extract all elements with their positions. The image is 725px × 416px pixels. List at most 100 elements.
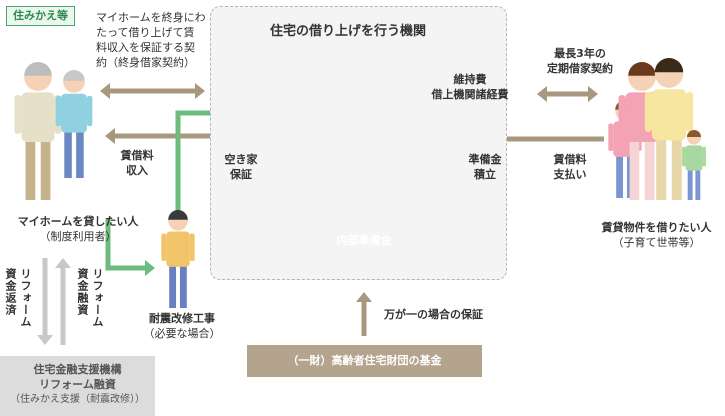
reform-repayment-arrow [37, 258, 53, 345]
lifetime-contract-arrow [100, 83, 205, 99]
reform-financing-label: リフォーム 資金融資 [76, 268, 104, 348]
reform-repayment-line: リフォーム [19, 268, 32, 328]
elderly-woman-leg-right [76, 129, 84, 178]
fixed-term-lease-label: 最長3年の 定期借家契約 [532, 46, 628, 76]
rent-income-arrow-head [105, 128, 115, 144]
tenant-father [644, 57, 694, 200]
lifetime-contract-arrow-head [195, 83, 205, 99]
fixed-term-line: 最長3年の [554, 47, 606, 60]
construction-worker-leg-left [169, 263, 177, 308]
tenant-father-hair [654, 57, 684, 73]
reserve-accumulation-label: 準備金 積立 [463, 152, 507, 182]
tenant-child-boy-arm-left [682, 146, 686, 167]
retrofit-label: 耐震改修工事 [149, 312, 215, 325]
tenant-caption: 賃貸物件を借りたい人 （子育て世帯等） [588, 220, 725, 250]
retrofit-caption: 耐震改修工事 （必要な場合） [136, 311, 228, 341]
rent-income-line: 収入 [126, 164, 148, 177]
maintenance-line: 維持費 [453, 73, 487, 86]
tenant-father-torso [651, 89, 687, 141]
elderly-man-leg-left [25, 137, 36, 200]
lifetime-contract-arrow-tail-head [100, 83, 110, 99]
construction-worker-leg-right [179, 263, 187, 308]
retrofit-sublabel: （必要な場合） [143, 327, 221, 340]
tenant-child-boy [682, 130, 706, 200]
maintenance-label: 維持費 借上機関諸経費 [422, 72, 518, 102]
fixed-term-lease-arrow-tail-head [537, 86, 547, 102]
tenant-child-boy-torso [685, 145, 703, 171]
support-box-line: リフォーム融資 [39, 378, 116, 391]
tenant-child-girl-arm-left [608, 123, 614, 151]
lender-sublabel: （制度利用者） [39, 230, 117, 243]
tenant-father-arm-right [686, 92, 694, 132]
retrofit-order-arrow [105, 218, 155, 276]
reform-repayment-line: 資金返済 [4, 268, 17, 316]
retrofit-order-arrow-head [145, 260, 155, 276]
elderly-woman-leg-left [64, 129, 72, 178]
reform-repayment-arrow-head [37, 335, 53, 345]
lifetime-contract-line: 料収入を保証する契 [96, 41, 195, 54]
rent-income-line: 賃借料 [120, 149, 154, 162]
construction-worker-torso [166, 231, 190, 267]
tenant-child-boy-arm-right [702, 146, 706, 167]
vacancy-guarantee-label: 空き家 保証 [219, 152, 263, 182]
support-organization-box: 住宅金融支援機構 リフォーム融資 （住みかえ支援（耐震改修）） [0, 356, 155, 416]
category-tag: 住みかえ等 [6, 6, 75, 26]
lifetime-contract-line: たって借り上げて賃 [96, 26, 195, 39]
internal-reserve-label: 内部準備金 [336, 234, 392, 247]
emergency-guarantee-label: 万が一の場合の保証 [384, 308, 483, 321]
elderly-woman-arm-left [55, 95, 62, 127]
lifetime-contract-line: マイホームを終身にわ [96, 11, 206, 24]
organization-box [210, 6, 507, 280]
elderly-woman-hair [63, 70, 85, 81]
tenant-child-boy-hair [687, 130, 701, 137]
tenant-mother-leg-right [644, 137, 655, 200]
elderly-man-arm-left [14, 95, 22, 134]
tenant-father-leg-left [656, 136, 667, 200]
reform-financing-arrow-head [55, 258, 71, 268]
tenant-child-girl-leg-left [616, 153, 624, 198]
fixed-term-lease-arrow-head [588, 86, 598, 102]
reform-financing-arrow [55, 258, 71, 345]
elderly-man [14, 62, 62, 200]
organization-title: 住宅の借り上げを行う機関 [270, 24, 427, 39]
lender-caption: マイホームを貸したい人 （制度利用者） [0, 214, 156, 244]
elderly-woman-torso [61, 93, 87, 133]
tenant-mother-leg-left [629, 137, 640, 200]
tenant-sublabel: （子育て世帯等） [612, 236, 701, 249]
reform-financing-line: 資金融資 [76, 268, 89, 316]
vacancy-guarantee-line: 保証 [230, 168, 252, 181]
tenant-father-leg-right [671, 136, 682, 200]
reserve-accumulation-line: 準備金 [468, 153, 502, 166]
retrofit-order-arrow-shaft [105, 218, 145, 271]
lifetime-contract-line: 約（終身借家契約） [96, 56, 195, 69]
tenant-label: 賃貸物件を借りたい人 [601, 221, 712, 234]
lender-label: マイホームを貸したい人 [17, 215, 139, 228]
tenant-child-boy-leg-right [695, 168, 701, 200]
rent-payment-line: 支払い [553, 168, 587, 181]
reform-financing-line: リフォーム [91, 268, 104, 328]
tenant-father-arm-left [644, 92, 652, 132]
rent-payment-label: 賃借料 支払い [548, 152, 592, 182]
elderly-woman [55, 70, 93, 178]
construction-worker-hair [168, 210, 188, 220]
elderly-woman-arm-right [86, 95, 93, 127]
rent-income-label: 賃借料 収入 [112, 148, 162, 178]
support-box-line: （住みかえ支援（耐震改修）） [10, 394, 145, 405]
reform-repayment-label: リフォーム 資金返済 [4, 268, 32, 348]
tenant-child-boy-leg-left [687, 168, 693, 200]
elderly-man-hair [24, 62, 52, 76]
fixed-term-line: 定期借家契約 [547, 62, 613, 75]
lifetime-contract-text: マイホームを終身にわ たって借り上げて賃 料収入を保証する契 約（終身借家契約） [96, 10, 206, 70]
vacancy-guarantee-line: 空き家 [224, 153, 258, 166]
construction-worker-arm-right [189, 233, 195, 261]
fixed-term-lease-arrow [537, 86, 598, 102]
elderly-man-torso [21, 92, 55, 143]
maintenance-line: 借上機関諸経費 [431, 88, 509, 101]
fund-box: （一財）高齢者住宅財団の基金 [247, 345, 482, 377]
rent-payment-line: 賃借料 [553, 153, 587, 166]
elderly-man-leg-right [40, 137, 51, 200]
construction-worker-arm-left [161, 233, 167, 261]
construction-worker [161, 210, 195, 308]
tenant-mother-hair [628, 62, 656, 76]
emergency-guarantee-arrow [356, 292, 372, 336]
